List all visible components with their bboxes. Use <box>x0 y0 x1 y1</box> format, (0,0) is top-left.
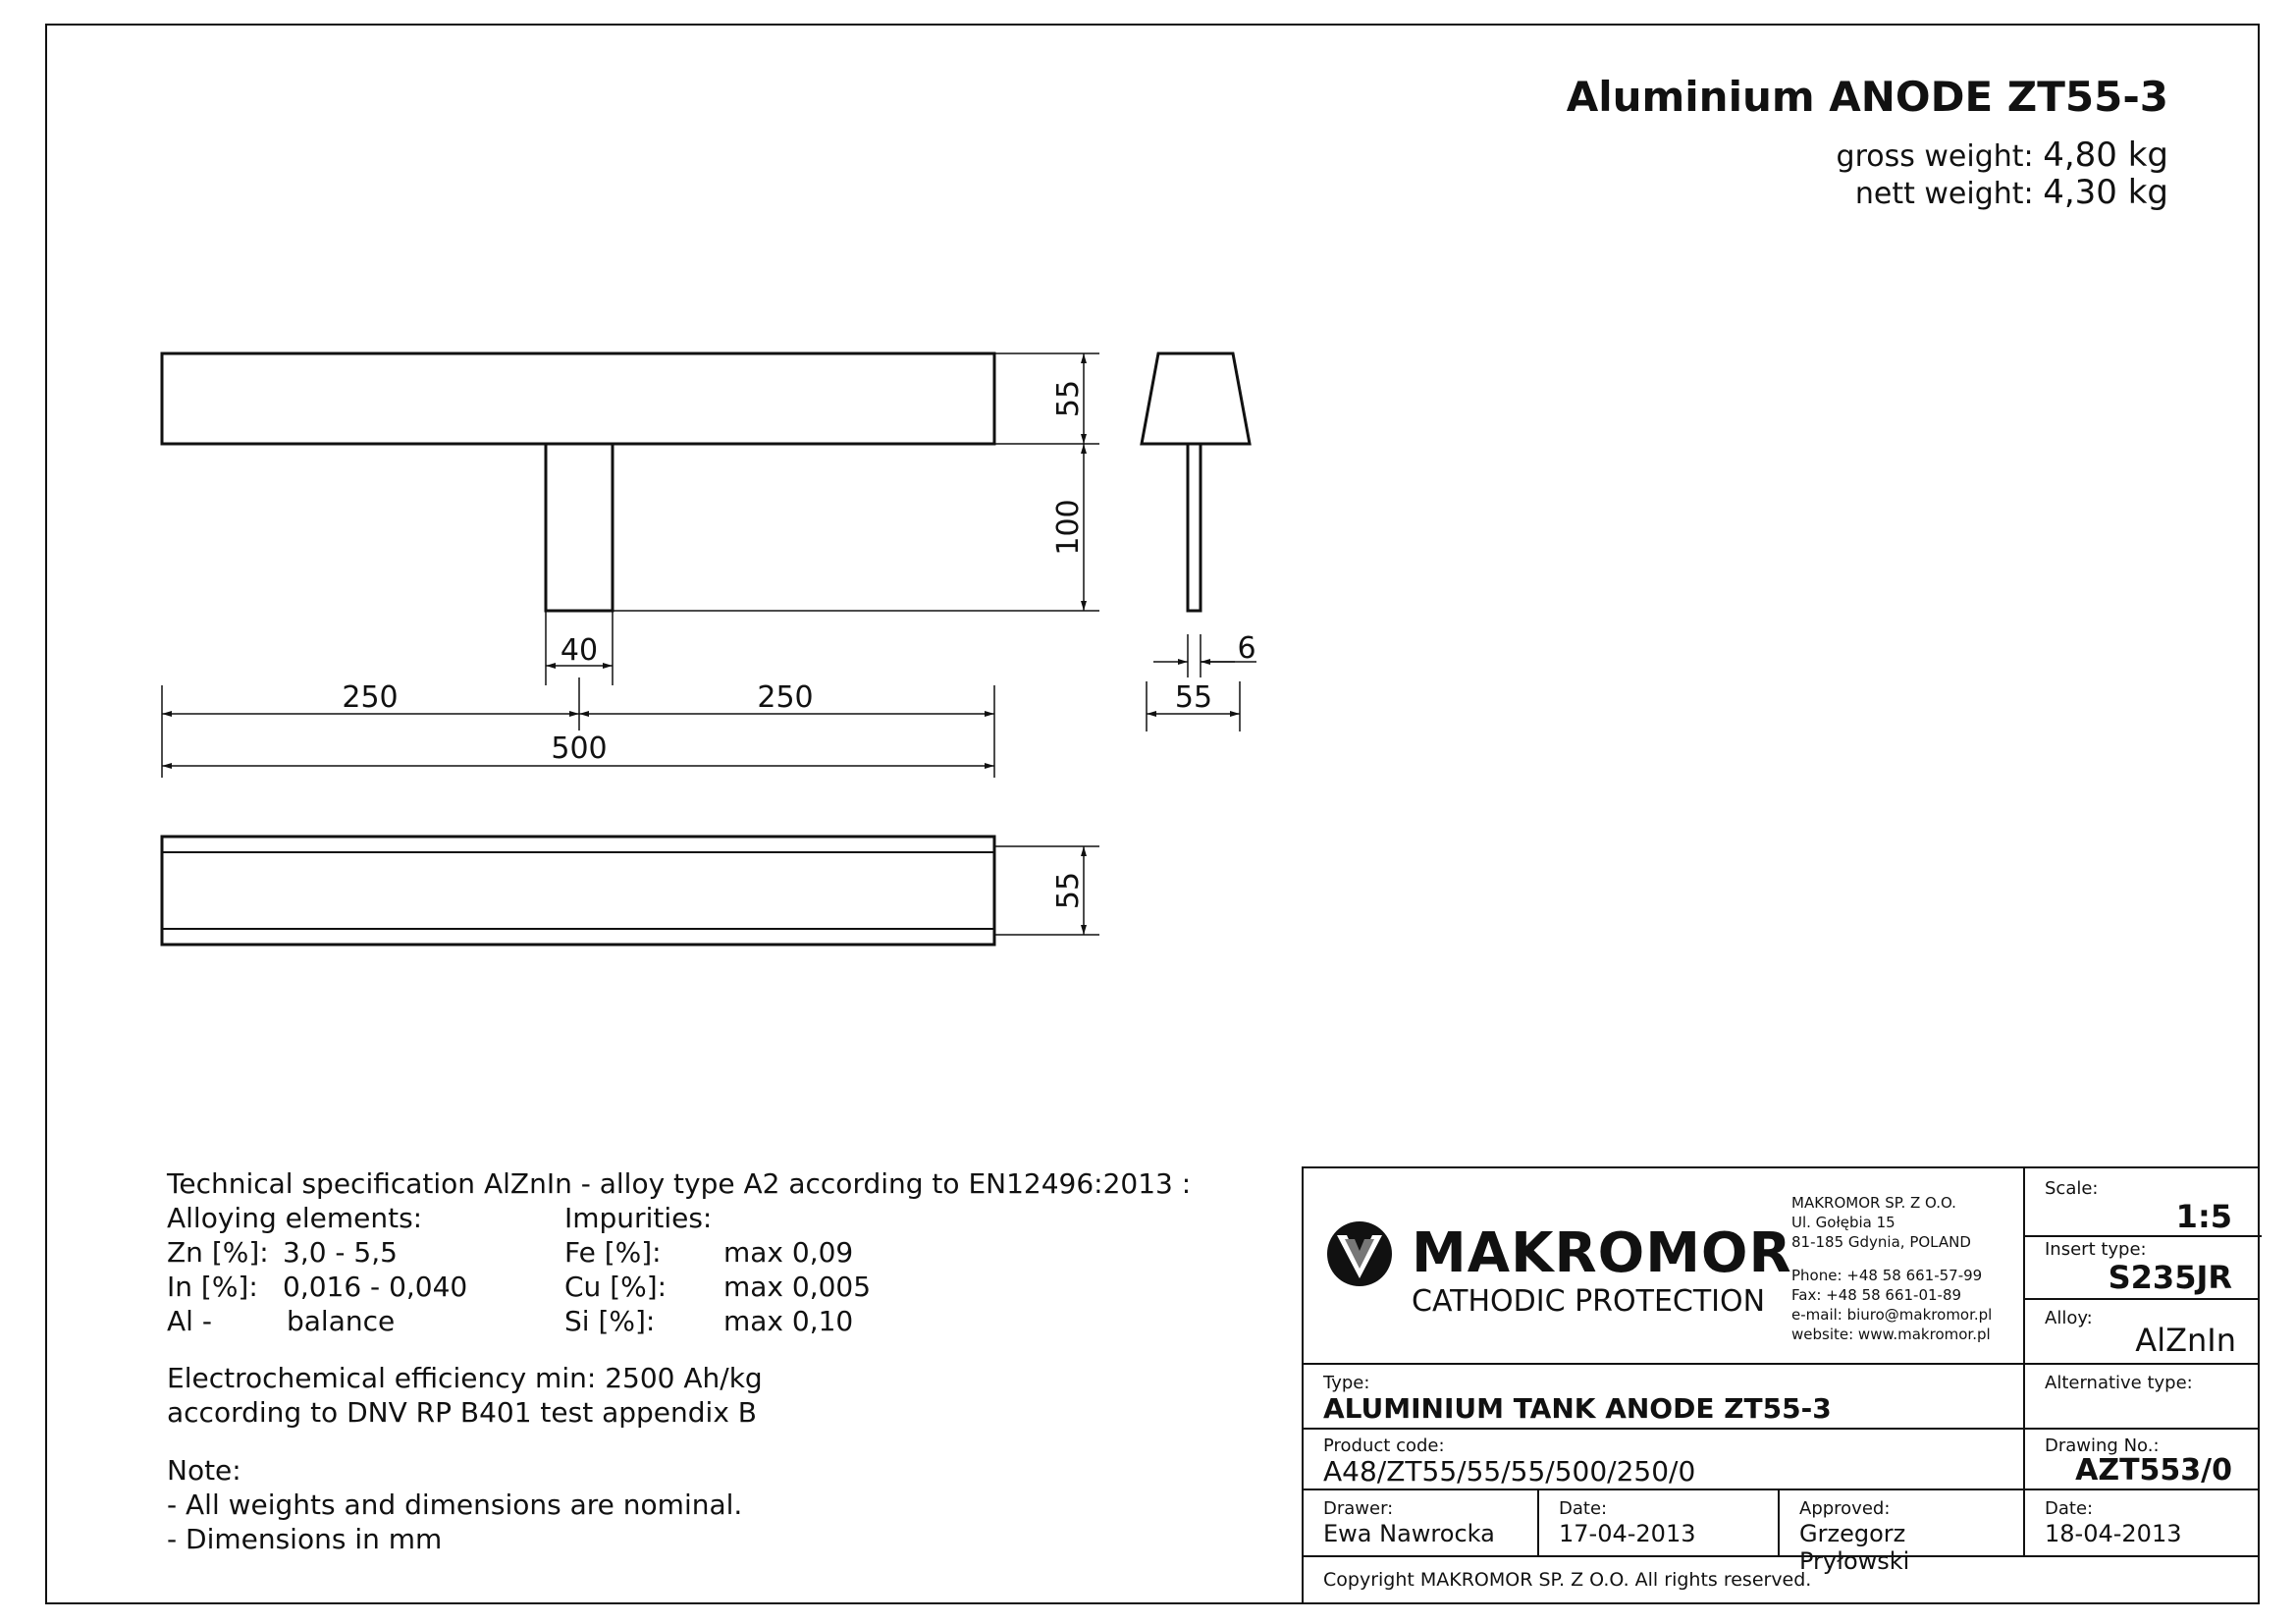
dim-stem-height: 100 <box>1051 499 1086 555</box>
address-line: Fax: +48 58 661-01-89 <box>1791 1286 1962 1304</box>
anode-body-side <box>1140 352 1252 446</box>
gross-weight-value: 4,80 kg <box>2043 135 2168 175</box>
date-drawn-value: 17-04-2013 <box>1559 1520 1696 1547</box>
type-label: Type: <box>1323 1373 1370 1393</box>
alloy-value: 0,016 - 0,040 <box>283 1271 468 1303</box>
note-heading: Note: <box>167 1454 241 1487</box>
impurity-name: Cu [%]: <box>564 1271 667 1303</box>
copyright-cell: Copyright MAKROMOR SP. Z O.O. All rights… <box>1302 1555 2260 1604</box>
drawing-frame <box>45 24 2260 1604</box>
address-line: e-mail: biuro@makromor.pl <box>1791 1306 1993 1324</box>
product-code-cell: Product code: A48/ZT55/55/55/500/250/0 <box>1302 1428 2023 1489</box>
efficiency-line: Electrochemical efficiency min: 2500 Ah/… <box>167 1362 763 1394</box>
company-cell: MAKROMOR CATHODIC PROTECTION MAKROMOR SP… <box>1302 1166 2023 1363</box>
drawing-number-value: AZT553/0 <box>2075 1453 2232 1488</box>
alloy-cell: Alloy: AlZnIn <box>2023 1298 2260 1363</box>
nett-weight: nett weight: 4,30 kg <box>1855 173 2168 212</box>
alloy-value: 3,0 - 5,5 <box>283 1236 398 1269</box>
type-cell: Type: ALUMINIUM TANK ANODE ZT55-3 <box>1302 1363 2023 1428</box>
efficiency-line: according to DNV RP B401 test appendix B <box>167 1396 758 1429</box>
dim-side-stem: 6 <box>1237 631 1255 666</box>
alloy-name: Al - <box>167 1305 212 1337</box>
address-line: MAKROMOR SP. Z O.O. <box>1791 1194 1956 1212</box>
insert-type-label: Insert type: <box>2045 1239 2147 1260</box>
dim-stem-width: 40 <box>561 633 598 668</box>
product-code-label: Product code: <box>1323 1435 1445 1456</box>
anode-stem-front <box>544 442 614 613</box>
company-name: MAKROMOR <box>1412 1221 1792 1285</box>
date-drawn-label: Date: <box>1559 1498 1608 1519</box>
title-block: MAKROMOR CATHODIC PROTECTION MAKROMOR SP… <box>1302 1166 2262 1604</box>
drawer-cell: Drawer: Ewa Nawrocka <box>1302 1489 1537 1555</box>
dim-top-height: 55 <box>1051 380 1086 417</box>
anode-body-bottom <box>160 835 996 947</box>
date-approved-value: 18-04-2013 <box>2045 1520 2182 1547</box>
scale-cell: Scale: 1:5 Insert type: S235JR <box>2023 1166 2262 1298</box>
drawer-label: Drawer: <box>1323 1498 1394 1519</box>
drawing-number-cell: Drawing No.: AZT553/0 <box>2023 1428 2260 1489</box>
impurities-heading: Impurities: <box>564 1202 713 1234</box>
address-line: Phone: +48 58 661-57-99 <box>1791 1267 1983 1284</box>
makromor-logo-icon <box>1327 1221 1392 1286</box>
spec-heading: Technical specification AlZnIn - alloy t… <box>167 1167 1192 1200</box>
address-line: 81-185 Gdynia, POLAND <box>1791 1233 1971 1251</box>
approved-value: Grzegorz Pryłowski <box>1799 1520 1910 1575</box>
address-line: Ul. Gołębia 15 <box>1791 1214 1896 1231</box>
date-drawn-cell: Date: 17-04-2013 <box>1537 1489 1778 1555</box>
company-division: CATHODIC PROTECTION <box>1412 1284 1766 1319</box>
alloy-name: In [%]: <box>167 1271 258 1303</box>
date-approved-label: Date: <box>2045 1498 2094 1519</box>
alloy-value: balance <box>287 1305 396 1337</box>
impurity-value: max 0,09 <box>723 1236 854 1269</box>
impurity-name: Fe [%]: <box>564 1236 662 1269</box>
insert-type-value: S235JR <box>2108 1259 2232 1296</box>
impurity-value: max 0,005 <box>723 1271 872 1303</box>
approved-cell: Approved: Grzegorz Pryłowski <box>1778 1489 2023 1575</box>
type-value: ALUMINIUM TANK ANODE ZT55-3 <box>1323 1392 1832 1425</box>
product-code-value: A48/ZT55/55/55/500/250/0 <box>1323 1455 1696 1488</box>
address-line: website: www.makromor.pl <box>1791 1326 1991 1343</box>
dim-side-width: 55 <box>1175 680 1212 715</box>
dim-left-half: 250 <box>342 680 398 715</box>
gross-weight: gross weight: 4,80 kg <box>1837 135 2168 175</box>
copyright-text: Copyright MAKROMOR SP. Z O.O. All rights… <box>1323 1569 1812 1591</box>
drawing-number-label: Drawing No.: <box>2045 1435 2160 1456</box>
impurity-value: max 0,10 <box>723 1305 854 1337</box>
gross-weight-label: gross weight: <box>1836 139 2034 174</box>
approved-label: Approved: <box>1799 1498 1891 1519</box>
alloy-label: Alloy: <box>2045 1308 2093 1328</box>
dim-right-half: 250 <box>757 680 813 715</box>
note-item: - Dimensions in mm <box>167 1523 443 1555</box>
scale-label: Scale: <box>2045 1178 2099 1199</box>
alloy-name: Zn [%]: <box>167 1236 269 1269</box>
dim-bottom-height: 55 <box>1051 872 1086 909</box>
alternative-type-label: Alternative type: <box>2045 1373 2193 1393</box>
dim-total-length: 500 <box>551 731 607 766</box>
scale-value: 1:5 <box>2175 1198 2232 1235</box>
anode-stem-side <box>1186 442 1202 613</box>
anode-body-front <box>160 352 996 446</box>
nett-weight-label: nett weight: <box>1854 177 2034 211</box>
impurity-name: Si [%]: <box>564 1305 656 1337</box>
alloy-value: AlZnIn <box>2135 1322 2236 1359</box>
drawing-title: Aluminium ANODE ZT55-3 <box>1566 73 2168 121</box>
date-approved-cell: Date: 18-04-2013 <box>2023 1489 2260 1555</box>
nett-weight-value: 4,30 kg <box>2043 173 2168 212</box>
drawer-value: Ewa Nawrocka <box>1323 1520 1495 1547</box>
note-item: - All weights and dimensions are nominal… <box>167 1489 743 1521</box>
alternative-type-cell: Alternative type: <box>2023 1363 2260 1428</box>
alloying-heading: Alloying elements: <box>167 1202 423 1234</box>
